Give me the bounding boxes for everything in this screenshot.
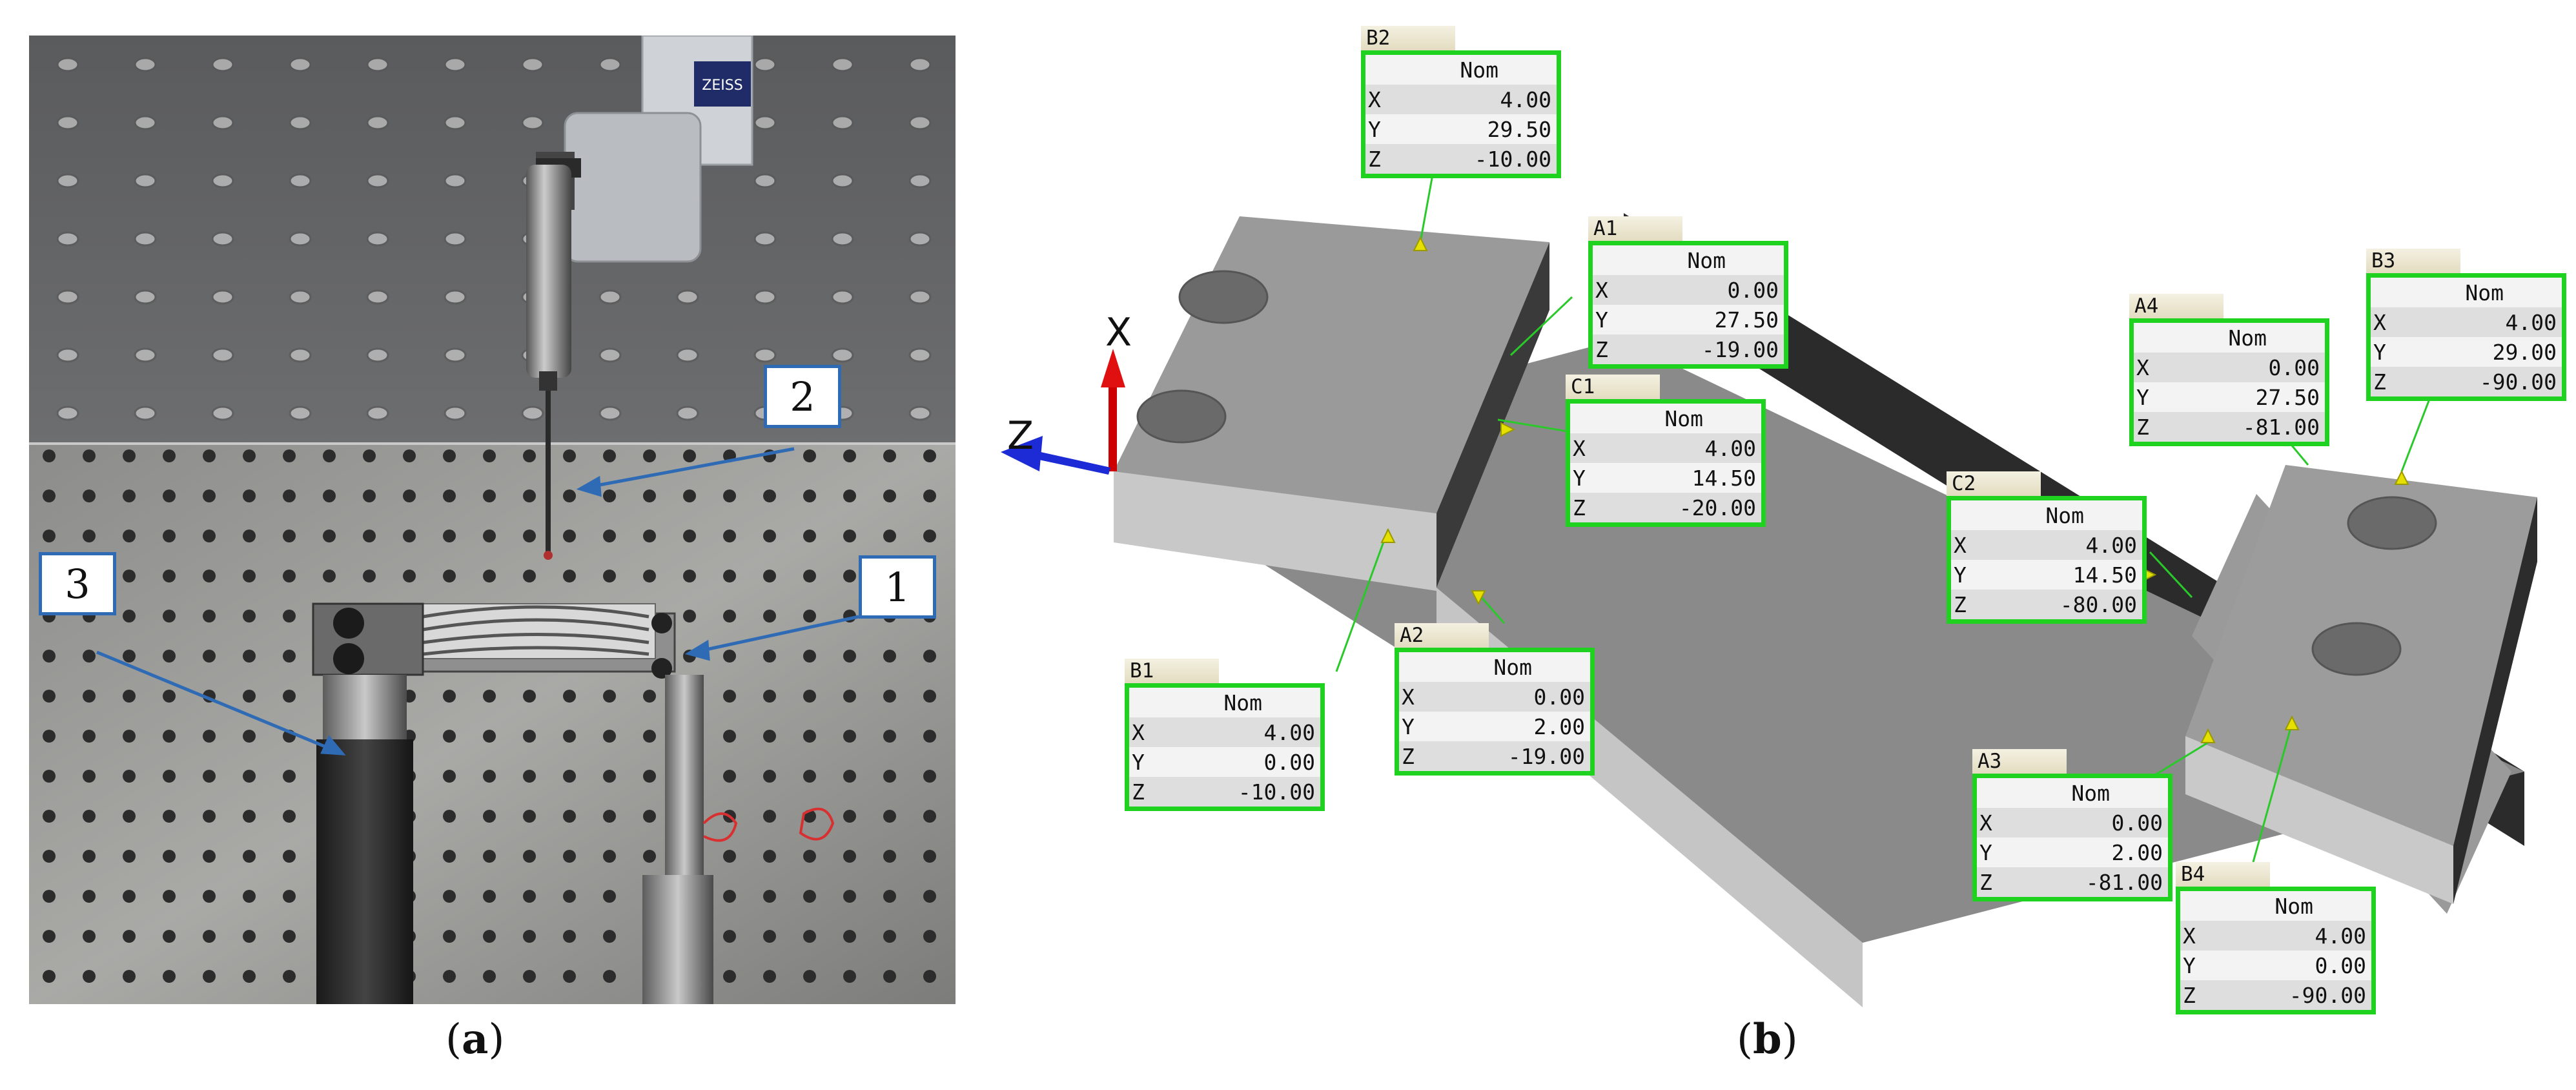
point-header: Nom — [1493, 654, 1532, 680]
point-x: 4.00 — [2505, 309, 2557, 335]
point-y: 29.50 — [1487, 116, 1551, 142]
point-z: -81.00 — [2085, 869, 2163, 895]
point-header: Nom — [2045, 502, 2084, 528]
point-id: A2 — [1395, 623, 1489, 648]
point-id: A4 — [2129, 294, 2223, 318]
point-y: 14.50 — [1692, 465, 1756, 491]
point-x: 4.00 — [1263, 719, 1315, 745]
point-x: 4.00 — [1500, 87, 1551, 112]
point-header: Nom — [1664, 406, 1703, 431]
point-z: -19.00 — [1701, 336, 1779, 362]
point-z: -90.00 — [2479, 369, 2557, 395]
point-id: A3 — [1972, 749, 2067, 774]
point-id: C2 — [1947, 471, 2041, 496]
cmm-photo: ZEISS — [29, 36, 956, 1004]
point-z: -80.00 — [2060, 591, 2137, 617]
point-id: B2 — [1361, 26, 1455, 50]
zeiss-logo: ZEISS — [702, 77, 742, 94]
point-y: 2.00 — [1533, 714, 1585, 739]
point-x: 0.00 — [2111, 810, 2163, 836]
point-id: C1 — [1566, 375, 1660, 399]
point-y: 0.00 — [1263, 749, 1315, 775]
point-header: Nom — [2228, 325, 2267, 351]
point-id: A1 — [1588, 216, 1682, 241]
point-header: Nom — [2071, 780, 2110, 806]
point-header: Nom — [2274, 893, 2313, 919]
point-z: -20.00 — [1679, 495, 1756, 520]
point-header: Nom — [1223, 690, 1262, 715]
point-z: -81.00 — [2242, 414, 2320, 440]
point-y: 2.00 — [2111, 839, 2163, 865]
point-id: B4 — [2176, 862, 2270, 887]
point-z: -10.00 — [1238, 779, 1315, 805]
caption-a: (a) — [445, 1015, 505, 1064]
point-y: 27.50 — [1714, 307, 1779, 333]
point-y: 14.50 — [2072, 562, 2137, 588]
point-x: 4.00 — [1704, 435, 1756, 461]
point-x: 4.00 — [2085, 532, 2137, 558]
point-x: 0.00 — [1727, 277, 1779, 303]
point-header: Nom — [2465, 280, 2504, 305]
point-x: 0.00 — [2268, 355, 2320, 380]
callout-1: 1 — [859, 555, 936, 619]
point-x: 0.00 — [1533, 684, 1585, 710]
callout-2: 2 — [764, 365, 841, 428]
point-y: 27.50 — [2255, 384, 2320, 410]
caption-b: (b) — [1737, 1015, 1798, 1064]
point-y: 29.00 — [2492, 339, 2557, 365]
callout-3: 3 — [39, 552, 116, 615]
point-z: -19.00 — [1508, 743, 1585, 769]
axis-triad — [1001, 349, 1125, 475]
point-header: Nom — [1687, 247, 1726, 273]
point-z: -90.00 — [2289, 982, 2366, 1008]
point-id: B3 — [2366, 249, 2460, 273]
point-x: 4.00 — [2315, 923, 2366, 949]
axis-z-label: Z — [1007, 413, 1034, 458]
point-z: -10.00 — [1474, 146, 1551, 172]
cad-model — [1001, 170, 2537, 1007]
point-y: 0.00 — [2315, 952, 2366, 978]
point-header: Nom — [1460, 57, 1498, 83]
axis-x-label: X — [1105, 310, 1132, 355]
point-id: B1 — [1125, 659, 1219, 683]
